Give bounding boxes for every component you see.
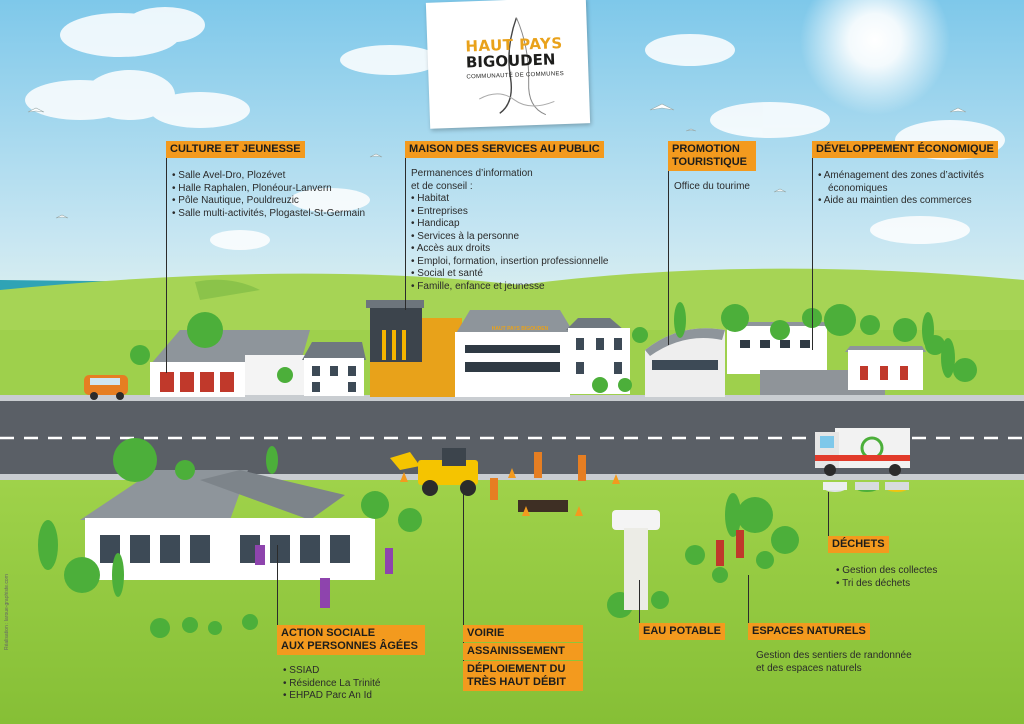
espaces-title: ESPACES NATURELS xyxy=(748,623,870,640)
eau-title: EAU POTABLE xyxy=(639,623,726,640)
seagulls xyxy=(27,103,967,219)
logo-line2: BIGOUDEN xyxy=(465,50,556,72)
building-sign: HAUT PAYS BIGOUDEN xyxy=(492,326,549,332)
office-tourisme-building xyxy=(645,328,725,397)
list-item: Services à la personne xyxy=(411,231,609,244)
dechets-pointer xyxy=(828,492,830,552)
maison-intro-2: et de conseil : xyxy=(411,180,473,192)
voirie-label: VOIRIE xyxy=(463,625,583,642)
culture-title: CULTURE ET JEUNESSE xyxy=(166,141,305,158)
list-item: Halle Raphalen, Plonéour-Lanvern xyxy=(172,183,365,196)
assainissement-label: ASSAINISSEMENT xyxy=(463,643,583,660)
thd-label-line2: TRÈS HAUT DÉBIT xyxy=(467,676,566,688)
logo-card: HAUT PAYS BIGOUDEN COMMUNAUTÉ DE COMMUNE… xyxy=(425,0,591,129)
espaces-pointer xyxy=(748,575,750,637)
list-item: EHPAD Parc An Id xyxy=(283,690,380,703)
list-item: Gestion des collectes xyxy=(836,565,937,578)
salle-building xyxy=(150,330,310,397)
trees-lower xyxy=(38,438,799,638)
list-item: Salle Avel-Dro, Plozévet xyxy=(172,170,365,183)
trench xyxy=(518,500,568,512)
maison-list: Permanences d’information et de conseil … xyxy=(411,168,609,293)
culture-pointer xyxy=(166,145,168,373)
elderly-people xyxy=(255,545,393,608)
trees-upper xyxy=(130,302,977,393)
credit-text: Réalisation : laroue-graphiste.com xyxy=(4,574,10,650)
workers xyxy=(490,452,586,500)
list-item: Habitat xyxy=(411,193,609,206)
promotion-title-line2: TOURISTIQUE xyxy=(672,156,747,168)
eau-pointer xyxy=(639,580,641,638)
dechets-title: DÉCHETS xyxy=(828,536,889,553)
list-item: Tri des déchets xyxy=(836,578,937,591)
list-item: Salle multi-activités, Plogastel-St-Germ… xyxy=(172,208,365,221)
dechets-list: Gestion des collectes Tri des déchets xyxy=(836,565,937,590)
voirie-pointer xyxy=(463,490,465,680)
list-item: Pôle Nautique, Pouldreuzic xyxy=(172,195,365,208)
culture-list: Salle Avel-Dro, Plozévet Halle Raphalen,… xyxy=(172,170,365,220)
house xyxy=(302,342,366,396)
thd-label: DÉPLOIEMENT DU TRÈS HAUT DÉBIT xyxy=(463,661,583,691)
list-item: Social et santé xyxy=(411,268,609,281)
list-item: Résidence La Trinité xyxy=(283,678,380,691)
list-item: Aide au maintien des commerces xyxy=(818,195,1018,208)
waste-bins xyxy=(823,482,909,492)
espaces-text-line2: et des espaces naturels xyxy=(756,662,862,674)
list-item: Entreprises xyxy=(411,206,609,219)
economie-title: DÉVELOPPEMENT ÉCONOMIQUE xyxy=(812,141,998,158)
van xyxy=(84,375,128,400)
action-title-line2: AUX PERSONNES ÂGÉES xyxy=(281,640,418,652)
action-pointer xyxy=(277,545,279,640)
list-item: Handicap xyxy=(411,218,609,231)
economie-pointer xyxy=(812,145,814,350)
maison-pointer xyxy=(405,145,407,310)
promotion-text: Office du tourime xyxy=(674,181,750,192)
espaces-text: Gestion des sentiers de randonnée et des… xyxy=(756,650,912,675)
list-item: Emploi, formation, insertion professionn… xyxy=(411,256,608,269)
list-item: Aménagement des zones d’activités économ… xyxy=(818,170,1018,195)
maison-services-building: HAUT PAYS BIGOUDEN xyxy=(366,300,575,397)
list-item: Famille, enfance et jeunesse xyxy=(411,281,609,294)
logo-mark-icon xyxy=(479,17,555,116)
action-list: SSIAD Résidence La Trinité EHPAD Parc An… xyxy=(283,665,380,703)
cones xyxy=(400,468,620,516)
thd-label-line1: DÉPLOIEMENT DU xyxy=(467,663,566,675)
espaces-text-line1: Gestion des sentiers de randonnée xyxy=(756,650,912,661)
economie-list: Aménagement des zones d’activités économ… xyxy=(818,170,1018,208)
list-item: Accès aux droits xyxy=(411,243,609,256)
garbage-truck xyxy=(815,428,910,476)
promotion-title: PROMOTION TOURISTIQUE xyxy=(668,141,756,171)
maison-intro: Permanences d’information xyxy=(411,168,533,179)
sun-icon xyxy=(800,0,950,115)
ehpad-building xyxy=(80,470,375,580)
action-title-line1: ACTION SOCIALE xyxy=(281,627,376,639)
maison-title: MAISON DES SERVICES AU PUBLIC xyxy=(405,141,604,158)
water-tower xyxy=(612,510,660,610)
list-item: SSIAD xyxy=(283,665,380,678)
promotion-title-line1: PROMOTION xyxy=(672,143,740,155)
promotion-pointer xyxy=(668,145,670,345)
action-title: ACTION SOCIALE AUX PERSONNES ÂGÉES xyxy=(277,625,425,655)
hikers xyxy=(716,530,744,566)
